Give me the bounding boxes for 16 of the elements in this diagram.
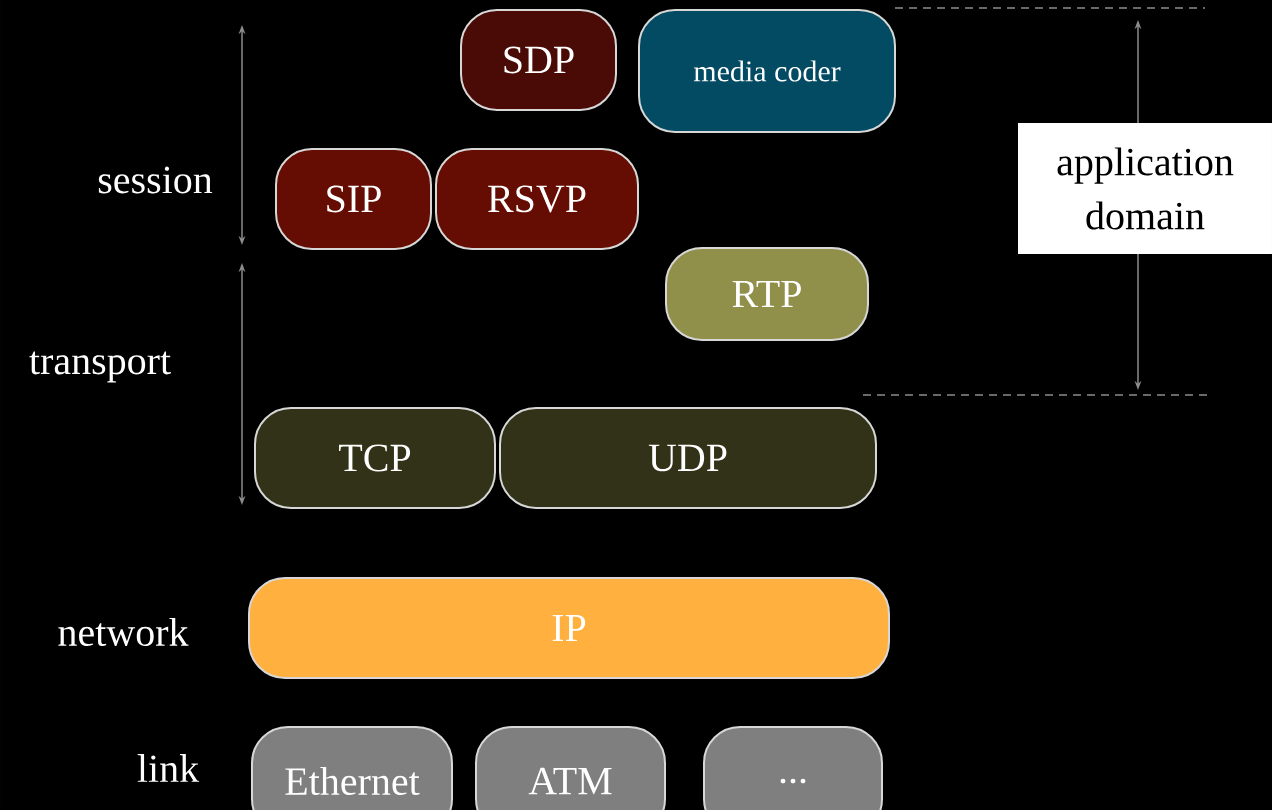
layer-label: link	[137, 754, 200, 782]
protocol-box: SIP	[275, 148, 432, 250]
protocol-box: ...	[703, 726, 883, 810]
protocol-box: SDP	[460, 9, 617, 111]
protocol-box: media coder	[638, 9, 896, 133]
layer-label: session	[98, 166, 213, 194]
protocol-box: Ethernet	[251, 726, 453, 810]
layer-label: network	[58, 617, 189, 647]
protocol-box: RTP	[665, 247, 869, 341]
caption-box: application domain	[1018, 123, 1272, 254]
layer-label: transport	[29, 351, 171, 383]
protocol-box: TCP	[254, 407, 496, 509]
protocol-box: ATM	[475, 726, 666, 810]
protocol-box: RSVP	[435, 148, 639, 250]
protocol-box: IP	[248, 577, 890, 679]
protocol-box: UDP	[499, 407, 877, 509]
